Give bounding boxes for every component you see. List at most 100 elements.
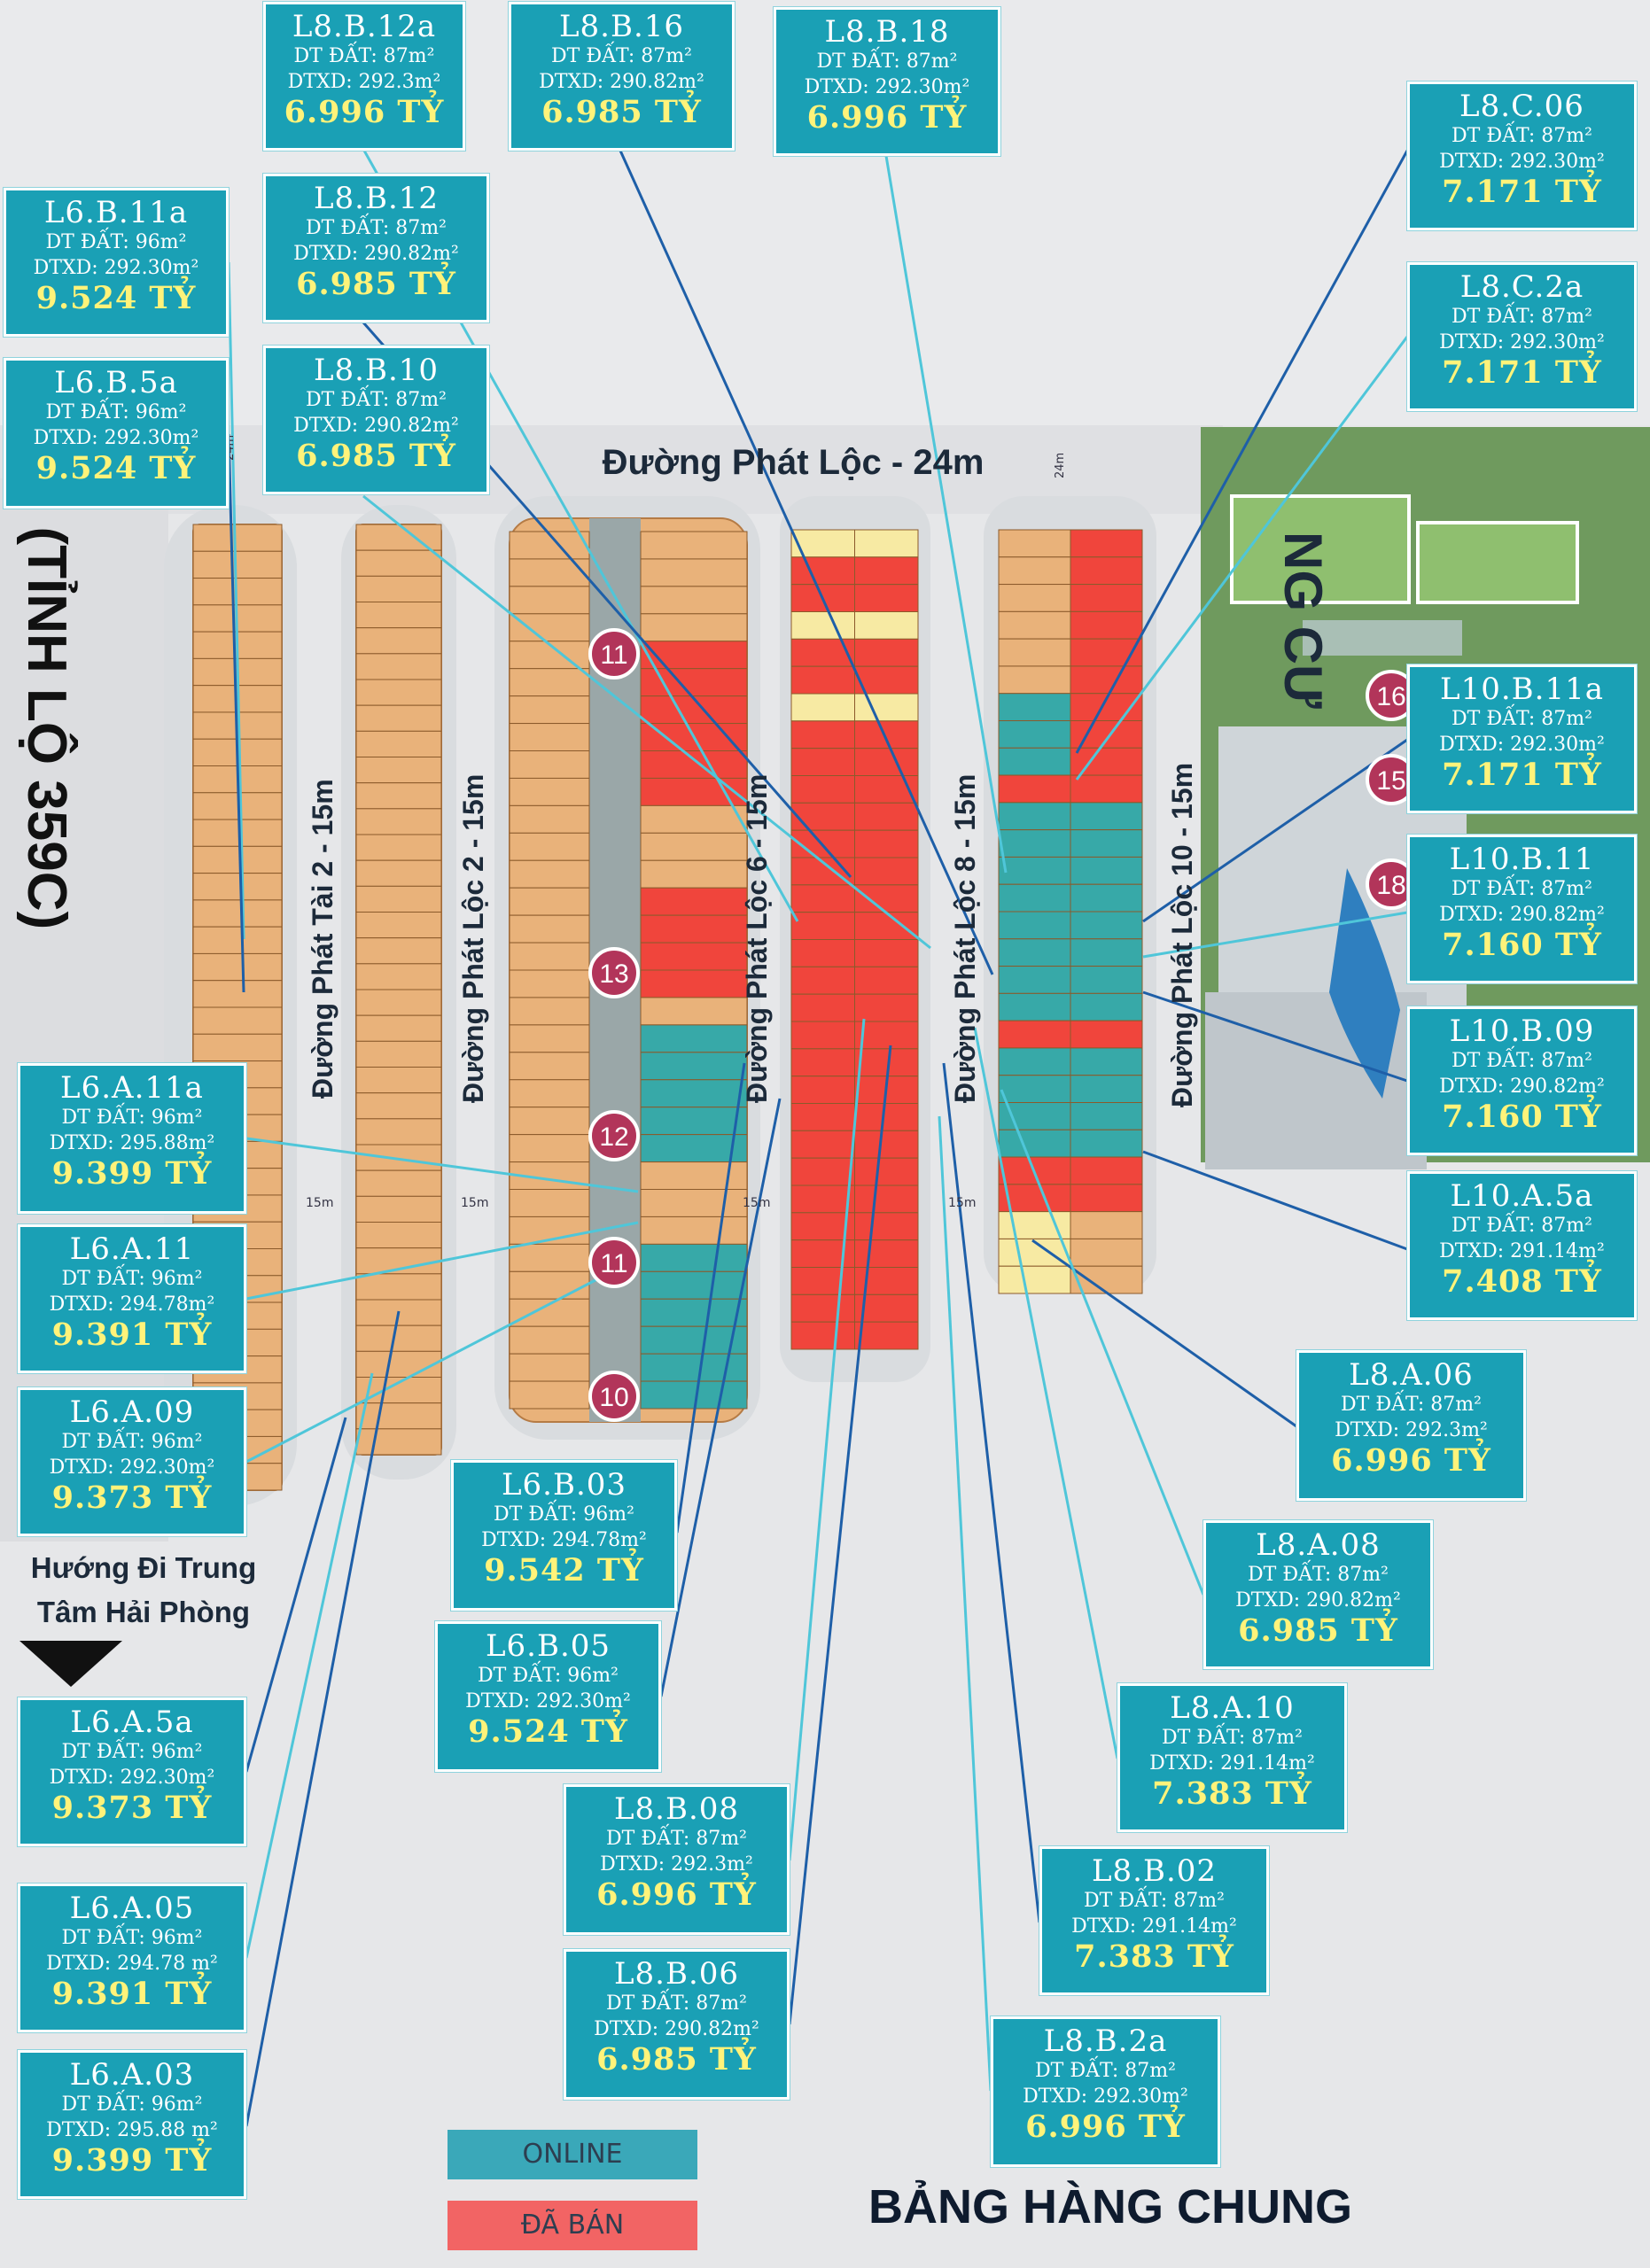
card-price: 7.171 TỶ — [1442, 174, 1602, 210]
plot-cell — [854, 638, 919, 667]
card-price: 6.996 TỶ — [596, 1876, 757, 1913]
card-price: 7.383 TỶ — [1152, 1775, 1312, 1812]
card-price: 9.373 TỶ — [51, 1790, 213, 1826]
card-code: L6.A.5a — [70, 1705, 194, 1740]
plot-cell — [355, 885, 442, 913]
plot-cell — [1070, 556, 1143, 586]
plot-cell — [998, 665, 1071, 695]
plot-cell — [192, 926, 283, 954]
plot-cell — [355, 1350, 442, 1379]
plot-cell — [854, 829, 919, 858]
plot-cell — [355, 989, 442, 1016]
card-build-area: DTXD: 292.30m² — [804, 76, 970, 98]
card-land-area: DT ĐẤT: 96m² — [494, 1503, 634, 1526]
direction-note: Hướng Đi Trung Tâm Hải Phòng — [11, 1546, 276, 1635]
block-number-badge — [588, 628, 640, 680]
plot-cell — [1070, 1156, 1143, 1185]
plot-cell — [854, 1184, 919, 1214]
card-land-area: DT ĐẤT: 87m² — [1452, 306, 1592, 328]
plot-cell — [509, 1270, 590, 1300]
plot-cell — [355, 1040, 442, 1068]
card-code: L6.B.11a — [43, 195, 189, 230]
plot-cell — [355, 912, 442, 939]
plot-cell — [854, 884, 919, 913]
leader-line — [245, 1256, 639, 1464]
card-price: 7.383 TỶ — [1074, 1938, 1234, 1975]
card-code: L8.C.2a — [1459, 269, 1584, 305]
plot-cell — [192, 899, 283, 928]
block-number-text: 10 — [599, 1383, 628, 1412]
plot-cell — [790, 993, 855, 1022]
card-land-area: DT ĐẤT: 87m² — [293, 45, 435, 67]
plot-cell — [1070, 1211, 1143, 1239]
leader-line — [1142, 990, 1408, 1083]
card-land-area: DT ĐẤT: 87m² — [1452, 1050, 1592, 1072]
leader-line — [1142, 738, 1408, 923]
card-code: L6.B.05 — [485, 1628, 611, 1664]
plot-cell — [355, 575, 442, 602]
plot-cell — [355, 1324, 442, 1352]
card-build-area: DTXD: 292.30m² — [33, 427, 199, 449]
plot-cell — [192, 578, 283, 606]
plot-cell — [355, 937, 442, 965]
plot-cell — [998, 966, 1071, 994]
plot-cell — [640, 1353, 748, 1382]
leader-line — [1000, 1089, 1205, 1596]
plot-cell — [790, 966, 855, 995]
card-land-area: DT ĐẤT: 87m² — [1248, 1564, 1389, 1586]
plot-cell — [998, 774, 1071, 804]
plot-cell — [355, 602, 442, 629]
plot-cell — [790, 720, 855, 750]
card-build-area: DTXD: 292.3m² — [287, 71, 441, 93]
plot-cell — [854, 693, 919, 722]
card-code: L8.A.08 — [1256, 1527, 1381, 1563]
block-number-text: 12 — [599, 1122, 628, 1152]
plot-cell — [790, 1021, 855, 1050]
card-land-area: DT ĐẤT: 96m² — [61, 1268, 203, 1290]
plot-cell — [509, 1243, 590, 1272]
plot-cell — [1070, 665, 1143, 695]
plot-cell — [509, 804, 590, 834]
plot-cell — [1070, 1238, 1143, 1267]
block-number-text: 11 — [600, 1249, 627, 1278]
plot-cell — [192, 1006, 283, 1035]
plot-cell — [790, 1076, 855, 1104]
plot-cell — [509, 1052, 590, 1081]
plot-cell — [509, 1024, 590, 1053]
block-number-text: 18 — [1376, 871, 1405, 900]
footer-title: BẢNG HÀNG CHUNG — [868, 2180, 1352, 2233]
street-label-4: Đường Phát Lộc 8 - 15m — [949, 774, 981, 1103]
card-build-area: DTXD: 290.82m² — [293, 243, 459, 265]
plot-cell — [192, 524, 283, 552]
direction-line-2: Tâm Hải Phòng — [36, 1596, 251, 1628]
card-price: 7.408 TỶ — [1442, 1263, 1602, 1300]
plot-cell — [192, 952, 283, 982]
width-mark-15-b: 15m — [461, 1196, 488, 1210]
card-price: 9.542 TỶ — [484, 1552, 644, 1588]
plot-cell — [854, 966, 919, 995]
plot-cell — [998, 1047, 1071, 1076]
plot-cell — [998, 829, 1071, 858]
leader-line — [619, 150, 994, 975]
plot-cell — [854, 1212, 919, 1241]
plot-cell — [790, 802, 855, 831]
plot-cell — [854, 939, 919, 967]
card-price: 9.391 TỶ — [51, 1976, 213, 2012]
road-top-label: Đường Phát Lộc - 24m — [603, 443, 985, 482]
card-build-area: DTXD: 292.30m² — [465, 1690, 631, 1713]
plot-cell — [790, 775, 855, 804]
plot-cell — [192, 873, 283, 901]
leader-line — [1075, 336, 1409, 781]
card-price: 9.391 TỶ — [51, 1317, 213, 1353]
plot-cell — [790, 884, 855, 913]
plot-cell — [854, 748, 919, 777]
plot-cell — [998, 1129, 1071, 1158]
street-label-1: Đường Phát Tài 2 - 15m — [307, 779, 339, 1099]
plot-cell — [854, 720, 919, 750]
plot-cell — [1070, 1184, 1143, 1213]
plot-cell — [192, 1033, 283, 1062]
